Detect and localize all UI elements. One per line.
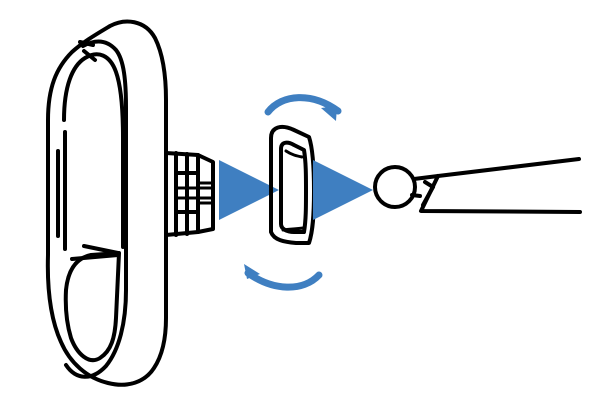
rotate-arrow-icon: [244, 94, 342, 291]
mount-plate: [45, 19, 168, 387]
threaded-knob: [164, 151, 215, 237]
locking-ring: [269, 124, 316, 245]
ball-joint-arm: [373, 157, 582, 214]
